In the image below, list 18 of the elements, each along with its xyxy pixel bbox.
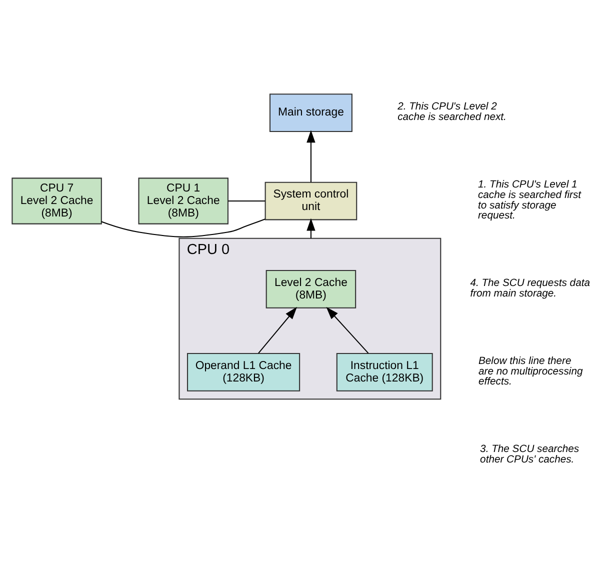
connector	[101, 218, 266, 238]
arrow	[306, 218, 316, 238]
node-box: CPU 1 Level 2 Cache (8MB)	[138, 178, 228, 224]
node-box: Instruction L1 Cache (128KB)	[336, 353, 433, 392]
node-box: CPU 7 Level 2 Cache (8MB)	[12, 178, 102, 224]
label: 3. The SCU searches other CPUs' caches.	[480, 444, 580, 466]
arrow	[258, 306, 298, 354]
label: Below this line there are no multiprocessing effects.	[478, 356, 583, 388]
label: 4. The SCU requests data from main storage.	[470, 278, 590, 300]
arrow	[326, 306, 369, 354]
connector	[228, 200, 266, 202]
label: 2. This CPU's Level 2 cache is searched next.	[398, 102, 506, 124]
node-box: Level 2 Cache (8MB)	[266, 270, 356, 308]
label: 1. This CPU's Level 1 cache is searched first to satisfy storage request.	[478, 180, 582, 222]
arrow	[306, 130, 316, 182]
node-box: Operand L1 Cache (128KB)	[187, 353, 300, 392]
node-box: Main storage	[269, 94, 352, 132]
node-box: System control unit	[264, 182, 358, 220]
